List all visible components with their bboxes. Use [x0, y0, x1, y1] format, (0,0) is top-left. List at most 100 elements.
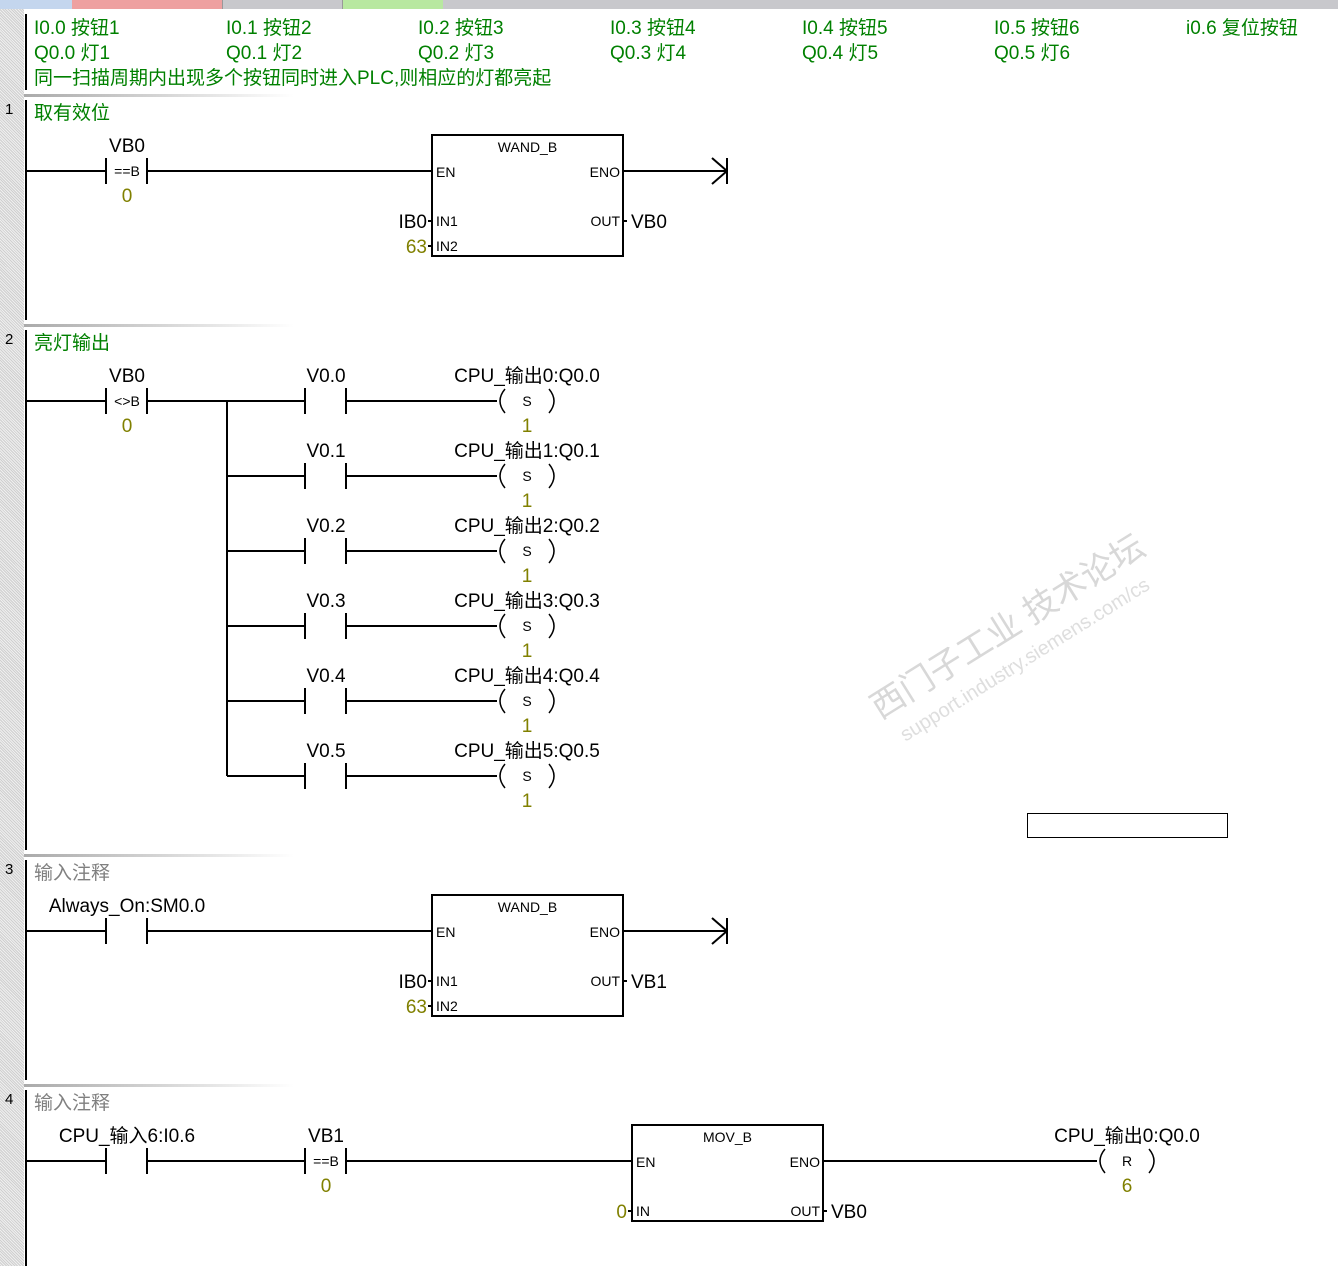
contact[interactable]	[304, 613, 347, 639]
network-number: 3	[5, 861, 13, 878]
network-number: 4	[5, 1091, 13, 1108]
coil[interactable]	[499, 613, 555, 639]
pin-eno: ENO	[590, 164, 620, 180]
watermark-text: 西门子工业 技术论坛	[864, 527, 1152, 726]
contact-operand[interactable]: V0.0	[306, 366, 345, 387]
network-title[interactable]: 输入注释	[34, 862, 110, 884]
pin-in: IN	[636, 1203, 650, 1219]
coil[interactable]	[499, 688, 555, 714]
network-title[interactable]: 输入注释	[34, 1092, 110, 1114]
tab-3[interactable]	[222, 0, 343, 9]
compare-value[interactable]: 0	[122, 416, 133, 437]
contact-operand[interactable]: CPU_输入6:I0.6	[59, 1125, 195, 1147]
pin-en: EN	[636, 1154, 655, 1170]
compare-value[interactable]: 0	[122, 186, 133, 207]
pin-value[interactable]: VB1	[631, 972, 667, 993]
coil[interactable]	[1099, 1148, 1155, 1174]
contact[interactable]	[105, 918, 148, 944]
contact[interactable]	[304, 538, 347, 564]
coil-operand[interactable]: CPU_输出4:Q0.4	[454, 665, 600, 687]
coil-count[interactable]: 1	[522, 641, 533, 662]
contact-operand[interactable]: Always_On:SM0.0	[49, 896, 205, 917]
pin-en: EN	[436, 924, 455, 940]
tab-1[interactable]	[0, 0, 72, 9]
function-box[interactable]	[631, 1124, 824, 1222]
contact-operand[interactable]: V0.2	[306, 516, 345, 537]
contact[interactable]	[304, 1148, 347, 1174]
network-gutter	[0, 9, 24, 1266]
contact-operand[interactable]: VB0	[109, 366, 145, 387]
coil-count[interactable]: 6	[1122, 1176, 1133, 1197]
pin-en: EN	[436, 164, 455, 180]
comment-input-4: I0.4 按钮5	[802, 17, 888, 39]
network-number: 2	[5, 331, 13, 348]
pin-value[interactable]: 63	[406, 997, 427, 1018]
comment-input-0: I0.0 按钮1	[34, 17, 120, 39]
tab-4[interactable]	[342, 0, 443, 9]
coil-type: S	[522, 618, 531, 634]
contact-operand[interactable]: VB0	[109, 136, 145, 157]
coil-count[interactable]: 1	[522, 491, 533, 512]
network-title[interactable]: 取有效位	[34, 102, 110, 124]
contact[interactable]	[304, 388, 347, 414]
tab-2[interactable]	[72, 0, 222, 9]
compare-operator: ==B	[313, 1153, 339, 1169]
pin-in1: IN1	[436, 973, 458, 989]
end-marker	[711, 930, 728, 945]
pin-out: OUT	[590, 213, 620, 229]
comment-input-3: I0.3 按钮4	[610, 17, 696, 39]
contact-operand[interactable]: V0.3	[306, 591, 345, 612]
coil-type: S	[522, 768, 531, 784]
contact[interactable]	[304, 463, 347, 489]
contact[interactable]	[105, 388, 148, 414]
contact[interactable]	[304, 763, 347, 789]
compare-value[interactable]: 0	[321, 1176, 332, 1197]
contact[interactable]	[105, 1148, 148, 1174]
contact[interactable]	[105, 158, 148, 184]
contact-operand[interactable]: VB1	[308, 1126, 344, 1147]
coil-operand[interactable]: CPU_输出0:Q0.0	[1054, 1125, 1200, 1147]
pin-value[interactable]: 0	[616, 1202, 627, 1223]
comment-output-0: Q0.0 灯1	[34, 42, 110, 64]
coil-type: S	[522, 543, 531, 559]
pin-value[interactable]: IB0	[398, 212, 427, 233]
comment-input-6: i0.6 复位按钮	[1186, 17, 1298, 39]
coil[interactable]	[499, 763, 555, 789]
coil[interactable]	[499, 538, 555, 564]
contact-operand[interactable]: V0.5	[306, 741, 345, 762]
coil-count[interactable]: 1	[522, 416, 533, 437]
network-title[interactable]: 亮灯输出	[34, 332, 110, 354]
box-name: WAND_B	[498, 139, 557, 155]
coil-count[interactable]: 1	[522, 716, 533, 737]
coil[interactable]	[499, 463, 555, 489]
comment-output-4: Q0.4 灯5	[802, 42, 878, 64]
coil-operand[interactable]: CPU_输出2:Q0.2	[454, 515, 600, 537]
contact[interactable]	[304, 688, 347, 714]
coil[interactable]	[499, 388, 555, 414]
contact-operand[interactable]: V0.1	[306, 441, 345, 462]
coil-count[interactable]: 1	[522, 791, 533, 812]
pin-value[interactable]: VB0	[831, 1202, 867, 1223]
pin-value[interactable]: VB0	[631, 212, 667, 233]
watermark: 西门子工业 技术论坛 support.industry.siemens.com/…	[864, 527, 1154, 746]
coil-type: R	[1122, 1153, 1132, 1169]
coil-operand[interactable]: CPU_输出3:Q0.3	[454, 590, 600, 612]
function-box[interactable]	[431, 894, 624, 1017]
coil-operand[interactable]: CPU_输出0:Q0.0	[454, 365, 600, 387]
end-marker	[711, 170, 728, 185]
function-box[interactable]	[431, 134, 624, 257]
contact-operand[interactable]: V0.4	[306, 666, 346, 687]
pin-value[interactable]: 63	[406, 237, 427, 258]
coil-count[interactable]: 1	[522, 566, 533, 587]
comment-output-2: Q0.2 灯3	[418, 42, 494, 64]
coil-operand[interactable]: CPU_输出1:Q0.1	[454, 440, 600, 462]
pin-eno: ENO	[590, 924, 620, 940]
coil-operand[interactable]: CPU_输出5:Q0.5	[454, 740, 600, 762]
comment-output-1: Q0.1 灯2	[226, 42, 302, 64]
compare-operator: ==B	[114, 163, 140, 179]
end-marker	[711, 917, 728, 932]
pin-value[interactable]: IB0	[398, 972, 427, 993]
edit-field[interactable]	[1027, 813, 1228, 838]
